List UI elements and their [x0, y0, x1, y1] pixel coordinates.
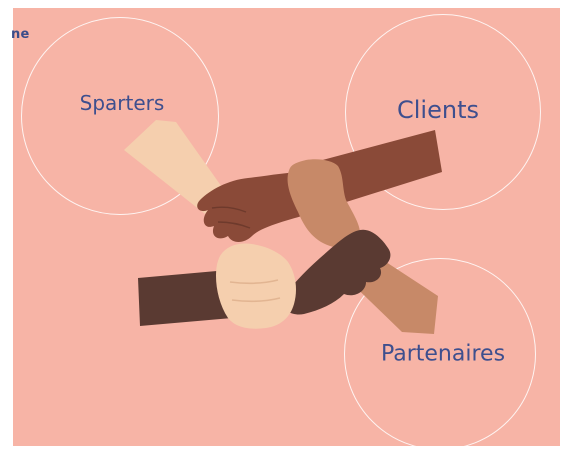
- dark-forearm: [138, 270, 232, 326]
- medium-hand: [287, 159, 361, 249]
- label-sparters: Sparters: [79, 91, 165, 115]
- truncated-heading-text: ne: [11, 27, 30, 42]
- light-fist: [216, 243, 296, 329]
- brown-finger-creases: [211, 206, 251, 229]
- dark-hand: [280, 229, 391, 315]
- finger-creases: [229, 279, 281, 303]
- light-forearm: [124, 120, 224, 214]
- brown-hand: [197, 172, 308, 242]
- circle-partenaires: [344, 258, 536, 450]
- circle-sparters: [21, 17, 219, 215]
- label-clients: Clients: [397, 96, 479, 124]
- circle-clients: [345, 14, 541, 210]
- label-partenaires: Partenaires: [380, 341, 506, 367]
